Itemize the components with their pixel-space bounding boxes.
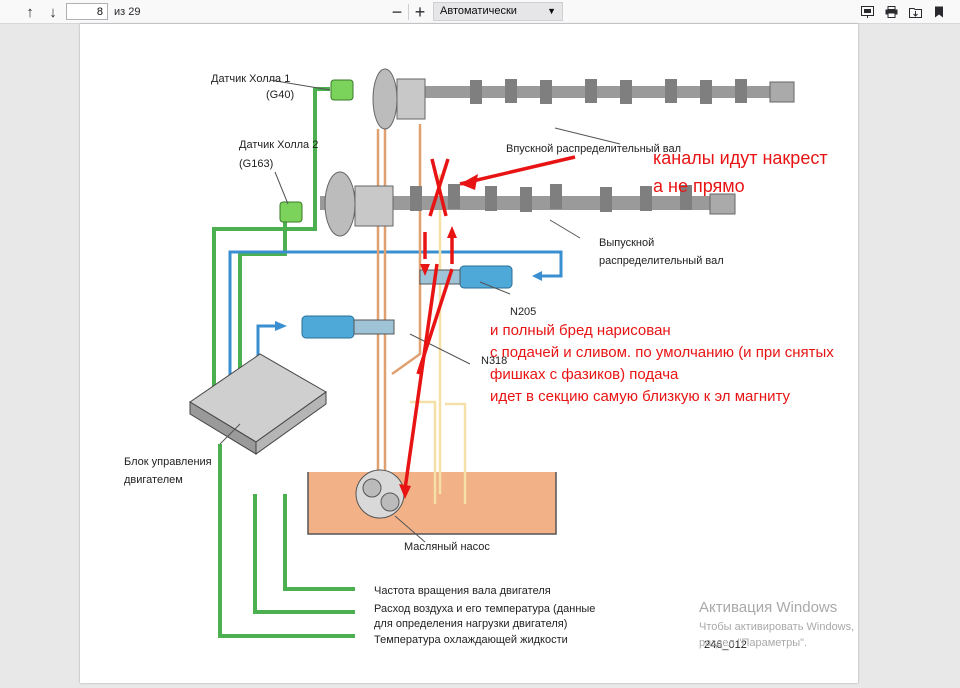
page-count-label: из 29 bbox=[114, 6, 141, 18]
zoom-select[interactable]: Автоматически ▼ bbox=[433, 2, 563, 21]
red-annotation-marks bbox=[403, 155, 576, 490]
intake-camshaft bbox=[372, 68, 795, 130]
cam-phaser-diagram: Датчик Холла 1 (G40) Датчик Холла 2 (G16… bbox=[124, 68, 920, 651]
annotation-note-3: фишках с фазиков) подача bbox=[490, 366, 679, 383]
annotation-cross-2: а не прямо bbox=[653, 176, 745, 196]
sensor-wires bbox=[212, 87, 355, 638]
red-arrowheads bbox=[399, 174, 478, 499]
annotation-note-1: и полный бред нарисован bbox=[490, 322, 671, 339]
annotation-note-2: с подачей и сливом. по умолчанию (и при … bbox=[490, 344, 834, 361]
page-number-input[interactable] bbox=[66, 3, 108, 20]
oil-pump bbox=[355, 469, 405, 519]
watermark-line-2: раздел "Параметры". bbox=[699, 637, 807, 649]
annotation-note-4: идет в секцию самую близкую к эл магниту bbox=[490, 388, 791, 405]
hall-sensor-1-label: Датчик Холла 1 bbox=[211, 73, 290, 85]
oil-sump bbox=[307, 472, 557, 535]
oil-lines bbox=[376, 124, 467, 514]
exhaust-camshaft bbox=[320, 171, 736, 237]
zoom-select-value: Автоматически bbox=[440, 5, 517, 17]
pdf-toolbar: ↑ ↓ из 29 − + Автоматически ▼ bbox=[0, 0, 960, 24]
hall-sensor-2-code: (G163) bbox=[239, 158, 273, 170]
exhaust-camshaft-label-1: Выпускной bbox=[599, 237, 654, 249]
watermark-title: Активация Windows bbox=[699, 599, 837, 616]
hall-sensor-1 bbox=[330, 79, 354, 101]
zoom-out-icon[interactable]: − bbox=[391, 1, 403, 22]
input-label-air-1: Расход воздуха и его температура (данные bbox=[374, 603, 595, 615]
zoom-in-icon[interactable]: + bbox=[414, 1, 426, 22]
hall-sensor-1-code: (G40) bbox=[266, 89, 294, 101]
hall-sensor-2-label: Датчик Холла 2 bbox=[239, 139, 318, 151]
chevron-down-icon: ▼ bbox=[547, 6, 556, 16]
hall-sensor-2 bbox=[279, 201, 303, 223]
bookmark-icon[interactable] bbox=[929, 2, 949, 22]
figure-code: 246_012 bbox=[704, 639, 747, 651]
print-icon[interactable] bbox=[881, 2, 901, 22]
oil-pump-label: Масляный насос bbox=[404, 541, 490, 553]
annotation-cross-1: каналы идут накрест bbox=[653, 148, 828, 168]
save-icon[interactable] bbox=[905, 2, 925, 22]
arrow-up-icon[interactable]: ↑ bbox=[26, 3, 34, 21]
presentation-icon[interactable] bbox=[857, 2, 877, 22]
ecu-label-1: Блок управления bbox=[124, 456, 212, 468]
ecu-box bbox=[189, 353, 327, 455]
toolbar-divider bbox=[408, 4, 409, 20]
arrow-shape bbox=[275, 321, 287, 331]
input-label-rpm: Частота вращения вала двигателя bbox=[374, 585, 551, 597]
leader-lines bbox=[219, 79, 621, 543]
watermark-line-1: Чтобы активировать Windows, перейдите в bbox=[699, 621, 858, 633]
n205-label: N205 bbox=[510, 306, 536, 318]
intake-camshaft-label: Впускной распределительный вал bbox=[506, 143, 681, 155]
n318-valve bbox=[301, 315, 395, 339]
arrow-shape bbox=[532, 271, 542, 281]
pdf-page: Датчик Холла 1 (G40) Датчик Холла 2 (G16… bbox=[80, 24, 920, 683]
n318-label: N318 bbox=[481, 355, 507, 367]
exhaust-camshaft-label-2: распределительный вал bbox=[599, 255, 724, 267]
arrow-down-icon[interactable]: ↓ bbox=[49, 3, 57, 21]
input-label-coolant: Температура охлаждающей жидкости bbox=[374, 634, 568, 646]
ecu-label-2: двигателем bbox=[124, 474, 183, 486]
input-label-air-2: для определения нагрузки двигателя) bbox=[374, 618, 567, 630]
